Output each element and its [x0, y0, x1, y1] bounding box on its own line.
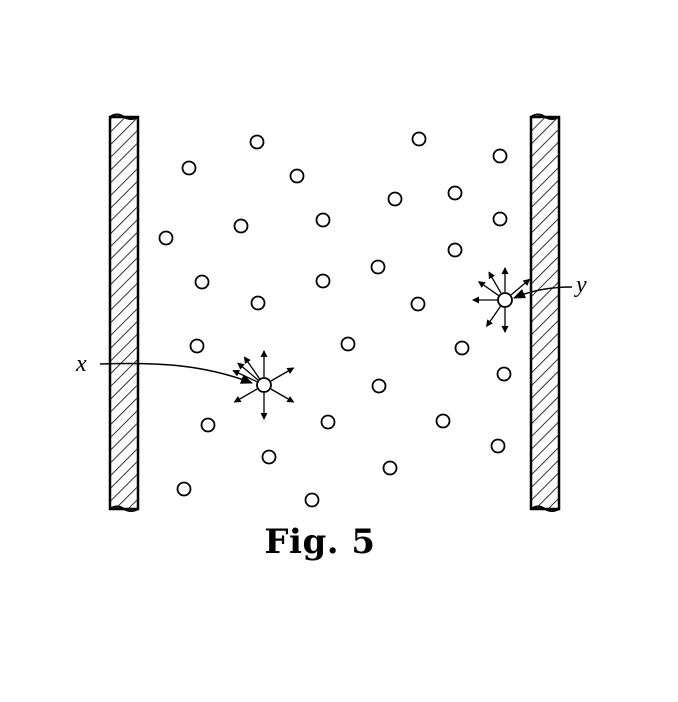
- particle-y: [472, 267, 531, 333]
- velocity-arrow: [270, 367, 295, 382]
- particle: [249, 134, 265, 150]
- particle: [189, 338, 205, 354]
- particle: [454, 340, 470, 356]
- particle: [200, 417, 216, 433]
- particle: [447, 242, 463, 258]
- particle: [194, 274, 210, 290]
- particle: [233, 218, 249, 234]
- particle: [340, 336, 356, 352]
- particle: [304, 492, 320, 508]
- velocity-arrow: [237, 362, 259, 381]
- particle: [496, 366, 512, 382]
- particle: [492, 211, 508, 227]
- velocity-arrow: [486, 306, 501, 328]
- particle: [411, 131, 427, 147]
- velocity-arrow: [477, 281, 499, 296]
- particle: [181, 160, 197, 176]
- gas-particles: [158, 131, 512, 508]
- particle: [387, 191, 403, 207]
- particle: [371, 378, 387, 394]
- particle: [382, 460, 398, 476]
- leader-line-x: [99, 362, 253, 384]
- particle: [261, 449, 277, 465]
- particle: [315, 273, 331, 289]
- velocity-arrow: [233, 388, 258, 403]
- particle: [289, 168, 305, 184]
- velocity-arrow: [243, 356, 260, 379]
- leader-line-y: [513, 286, 573, 299]
- particle: [315, 212, 331, 228]
- particle: [447, 185, 463, 201]
- particle: [492, 148, 508, 164]
- particle: [410, 296, 426, 312]
- right-wall: [529, 113, 561, 512]
- particle: [370, 259, 386, 275]
- label-y: y: [574, 272, 587, 298]
- left-wall: [108, 113, 140, 512]
- velocity-arrows-y: [472, 267, 531, 333]
- particle: [435, 413, 451, 429]
- label-x: x: [75, 351, 87, 377]
- particle: [250, 295, 266, 311]
- particle: [158, 230, 174, 246]
- figure-caption: Fig. 5: [264, 522, 376, 562]
- particle: [176, 481, 192, 497]
- particle: [320, 414, 336, 430]
- velocity-arrow: [488, 271, 502, 294]
- particle-x: [232, 350, 295, 420]
- velocity-arrow: [270, 388, 295, 403]
- particle: [490, 438, 506, 454]
